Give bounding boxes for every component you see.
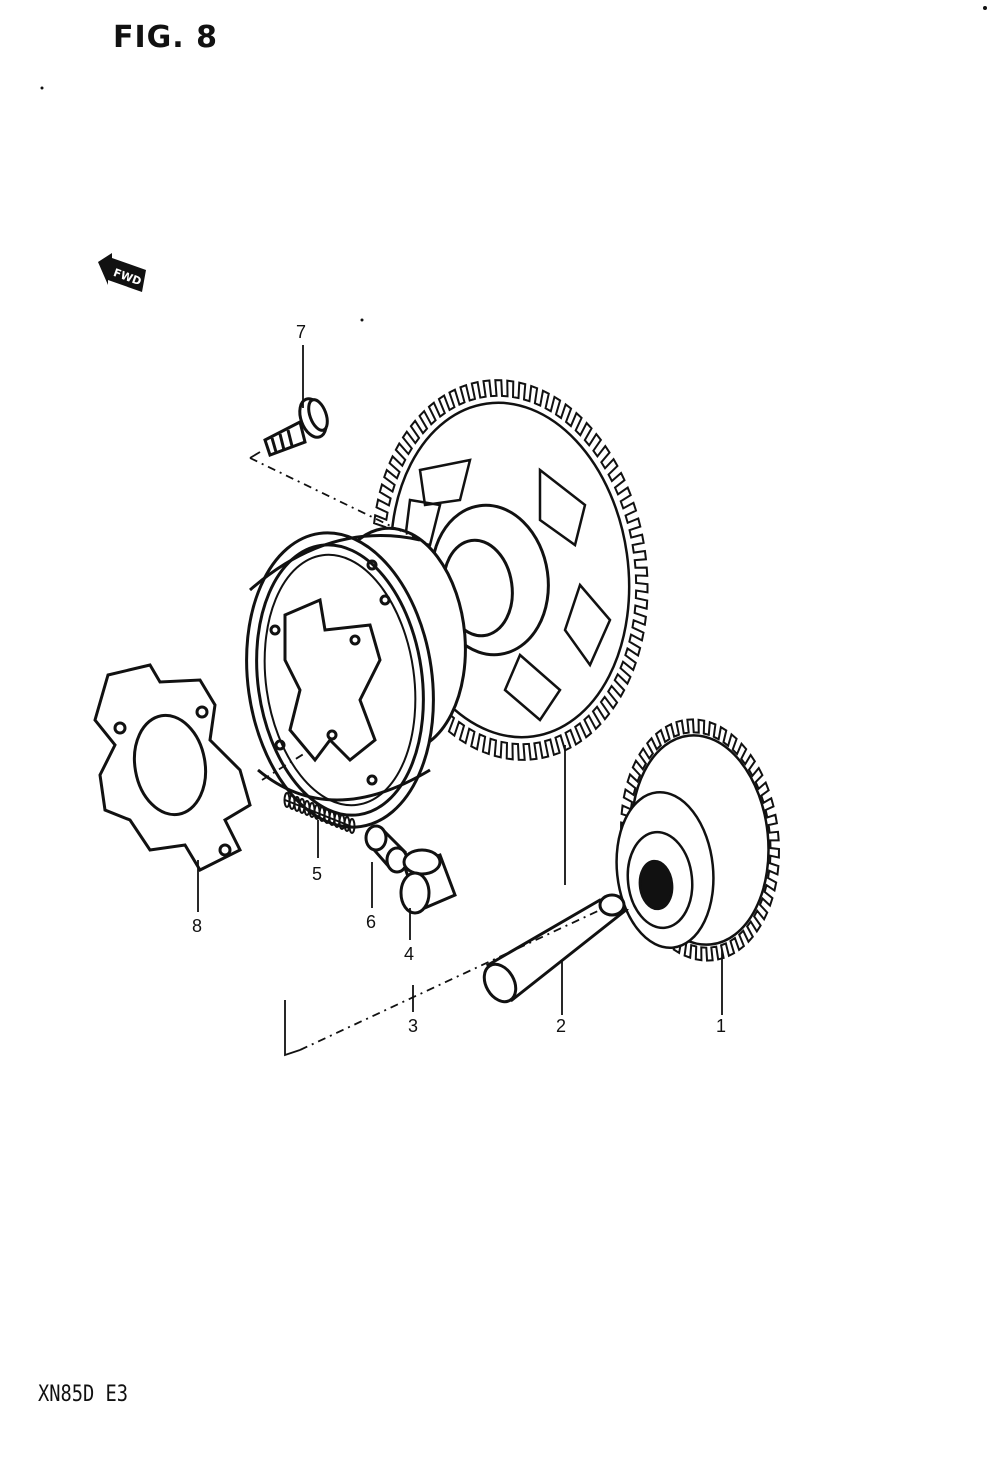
callout-2: 2 xyxy=(556,1016,566,1036)
roller-icon xyxy=(399,848,457,915)
leader-lines xyxy=(197,345,723,1057)
forward-arrow-icon: FWD xyxy=(98,253,146,292)
plate-icon xyxy=(93,663,252,872)
shaft-icon xyxy=(482,893,629,1004)
spring-icon xyxy=(283,792,356,834)
spring-coil xyxy=(348,818,356,834)
callout-5: 5 xyxy=(312,864,322,884)
callout-4: 4 xyxy=(404,944,414,964)
callout-7: 7 xyxy=(296,322,306,342)
callout-6: 6 xyxy=(366,912,376,932)
callout-1: 1 xyxy=(716,1016,726,1036)
figure-title: FIG. 8 xyxy=(113,20,218,55)
callout-numbers: 7 5 6 4 8 3 2 1 xyxy=(192,322,726,1036)
bolt-icon xyxy=(263,397,329,457)
callout-3: 3 xyxy=(408,1016,418,1036)
model-code: XN85D E3 xyxy=(38,1382,129,1407)
pin-icon xyxy=(364,824,409,874)
idler-gear-icon xyxy=(615,718,780,962)
clutch-housing-icon xyxy=(245,526,467,829)
callout-8: 8 xyxy=(192,916,202,936)
